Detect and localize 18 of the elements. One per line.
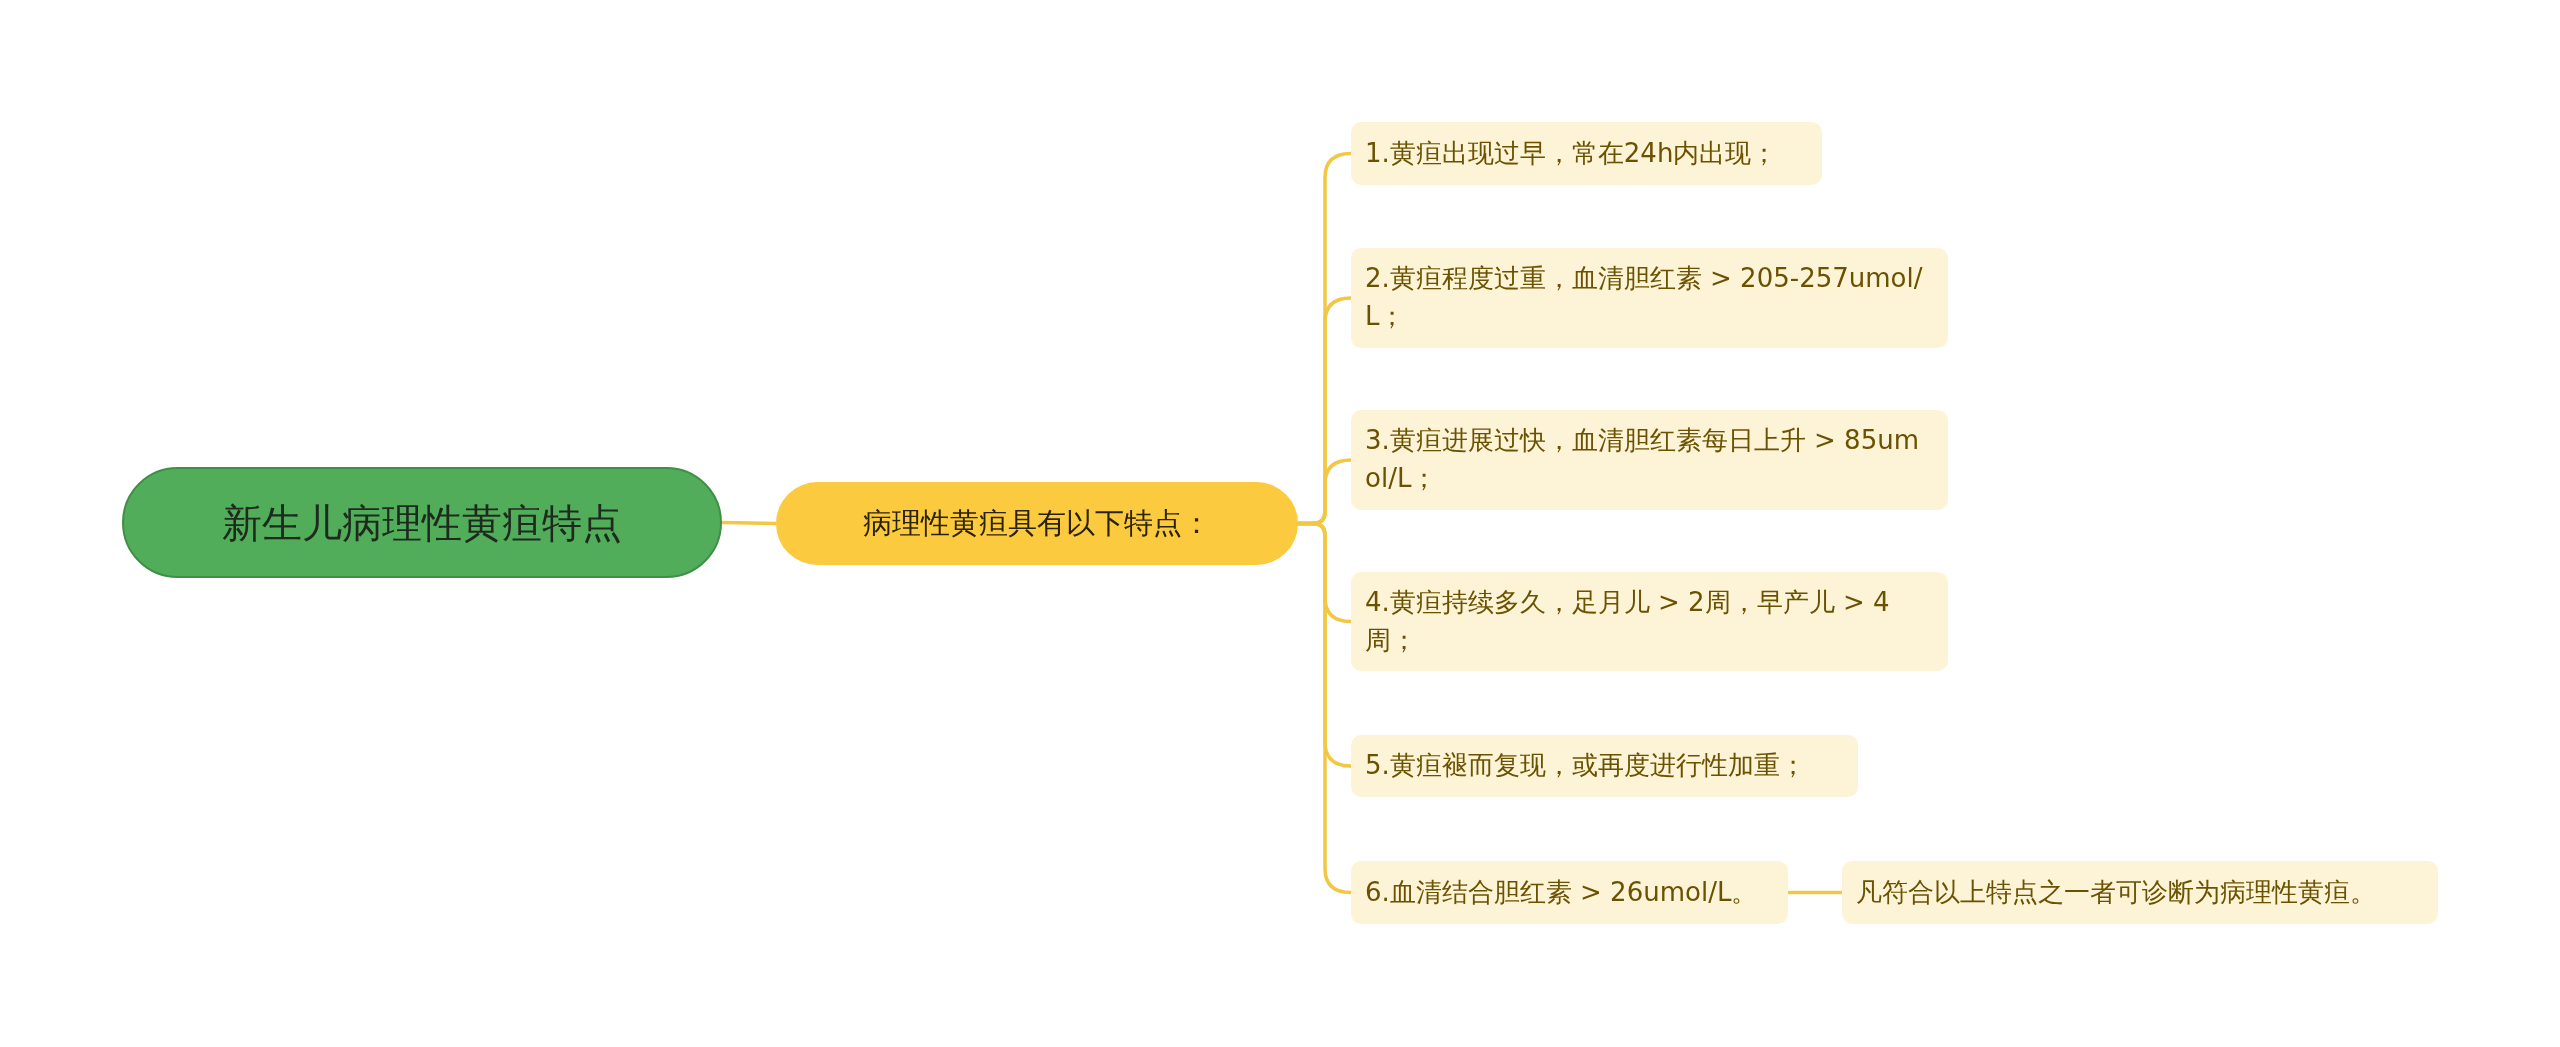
connector-line	[1788, 890, 1842, 895]
topic-text: 3.黄疸进展过快，血清胆红素每日上升 > 85umol/L；	[1365, 424, 1920, 495]
connector-line	[721, 520, 777, 526]
subtopic-box	[1351, 410, 1948, 510]
subtopic-box	[1351, 861, 1788, 924]
topic-text: 4.黄疸持续多久，足月儿 > 2周，早产儿 > 4周；	[1365, 585, 1891, 657]
topic-text: 1.黄疸出现过早，常在24h内出现；	[1365, 136, 1778, 170]
subtopic-box	[1351, 572, 1948, 671]
subtopic-box	[1351, 248, 1948, 348]
topic-text: 病理性黄疸具有以下特点：	[863, 505, 1211, 543]
topic-text: 2.黄疸程度过重，血清胆红素 > 205-257umol/L；	[1365, 262, 1924, 333]
topic-text: 新生儿病理性黄疸特点	[222, 498, 622, 548]
subtopic-box	[1351, 735, 1858, 797]
subtopic-box	[1842, 861, 2438, 924]
topic-text: 5.黄疸褪而复现，或再度进行性加重；	[1365, 749, 1806, 783]
subtopic-box	[1351, 122, 1822, 185]
topic-text: 6.血清结合胆红素 > 26umol/L。	[1365, 875, 1758, 909]
topic-text: 凡符合以上特点之一者可诊断为病理性黄疸。	[1856, 875, 2376, 909]
